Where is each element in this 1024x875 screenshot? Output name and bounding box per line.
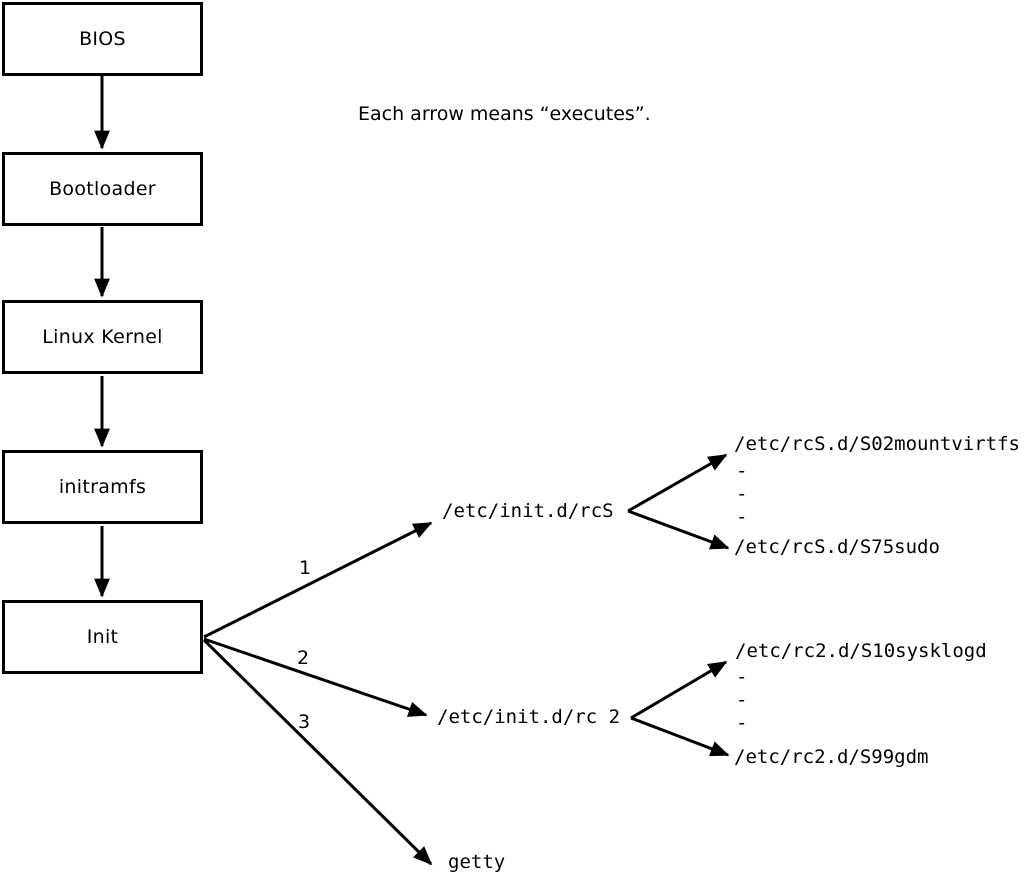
rc2-ellipsis-dashes: - - - xyxy=(736,666,747,735)
note-arrow-meaning: Each arrow means “executes”. xyxy=(358,103,651,125)
arrow-rcS-to-first-script xyxy=(627,453,728,513)
box-init: Init xyxy=(2,600,203,674)
arrow-init-to-rc2 xyxy=(203,637,428,717)
branch-2-number: 2 xyxy=(297,647,310,669)
arrow-init-to-rcS xyxy=(203,521,433,639)
box-initramfs: initramfs xyxy=(2,450,203,524)
rc2-dash: - xyxy=(736,689,748,711)
box-linux-kernel-label: Linux Kernel xyxy=(42,326,163,348)
box-bios: BIOS xyxy=(2,2,203,76)
rcS-dash: - xyxy=(736,460,748,482)
arrow-rc2-to-first-script xyxy=(630,660,728,720)
label-etc-init-d-rcS: /etc/init.d/rcS xyxy=(442,500,614,522)
label-rc2-first-script: /etc/rc2.d/S10sysklogd xyxy=(735,640,987,662)
box-init-label: Init xyxy=(86,626,119,648)
box-initramfs-label: initramfs xyxy=(58,476,147,498)
arrow-rcS-to-last-script xyxy=(627,509,730,550)
label-getty: getty xyxy=(448,851,506,873)
rcS-dash: - xyxy=(736,483,748,505)
rc2-dash: - xyxy=(736,666,748,688)
box-bootloader: Bootloader xyxy=(2,152,203,226)
rc2-dash: - xyxy=(736,712,748,734)
branch-3-number: 3 xyxy=(298,711,311,733)
label-rcS-first-script: /etc/rcS.d/S02mountvirtfs xyxy=(734,433,1020,455)
rcS-ellipsis-dashes: - - - xyxy=(736,460,747,529)
box-bootloader-label: Bootloader xyxy=(49,178,156,200)
label-rc2-last-script: /etc/rc2.d/S99gdm xyxy=(734,746,929,768)
arrow-rc2-to-last-script xyxy=(630,716,730,757)
label-etc-init-d-rc2: /etc/init.d/rc 2 xyxy=(437,706,621,728)
rcS-dash: - xyxy=(736,506,748,528)
box-bios-label: BIOS xyxy=(79,28,126,50)
arrow-init-to-getty xyxy=(202,638,433,866)
branch-1-number: 1 xyxy=(299,557,312,579)
box-linux-kernel: Linux Kernel xyxy=(2,300,203,374)
label-rcS-last-script: /etc/rcS.d/S75sudo xyxy=(734,536,940,558)
